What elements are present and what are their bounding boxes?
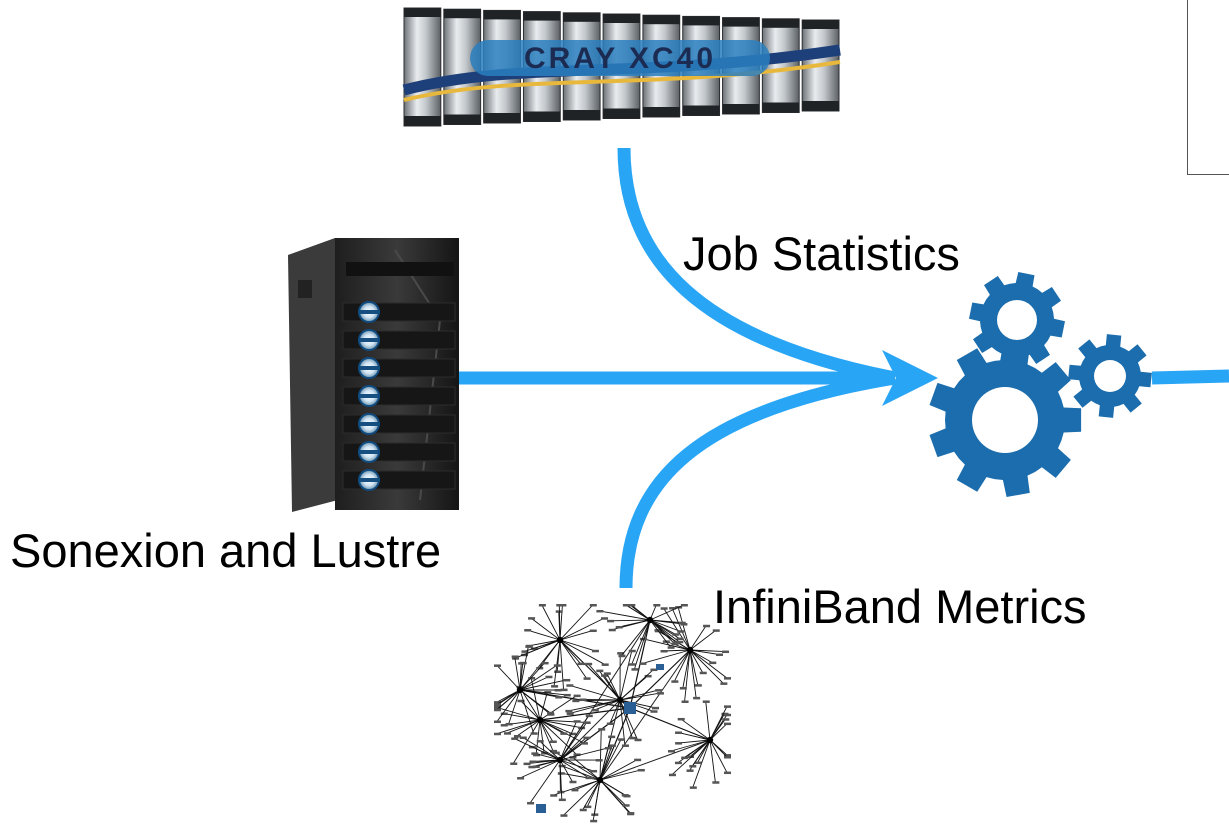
cray-xc40-supercomputer-icon: CRAY XC40: [402, 7, 841, 127]
job-statistics-label: Job Statistics: [683, 227, 960, 280]
sonexion-storage-rack-icon: [288, 238, 459, 512]
arrow-from-infiniband: [619, 371, 897, 589]
arrow-from-cray: [617, 147, 897, 385]
sonexion-lustre-label: Sonexion and Lustre: [10, 524, 442, 577]
infiniband-metrics-label: InfiniBand Metrics: [713, 580, 1087, 633]
infiniband-network-graph-icon: [494, 604, 731, 823]
processing-gears-icon: [929, 272, 1152, 497]
arrow-to-output: [1151, 369, 1229, 385]
data-flow-arrows: [459, 147, 1229, 589]
arrowhead-icon: [882, 350, 938, 406]
corner-frame: [1187, 0, 1229, 175]
cray-logo-text: CRAY XC40: [524, 42, 716, 75]
